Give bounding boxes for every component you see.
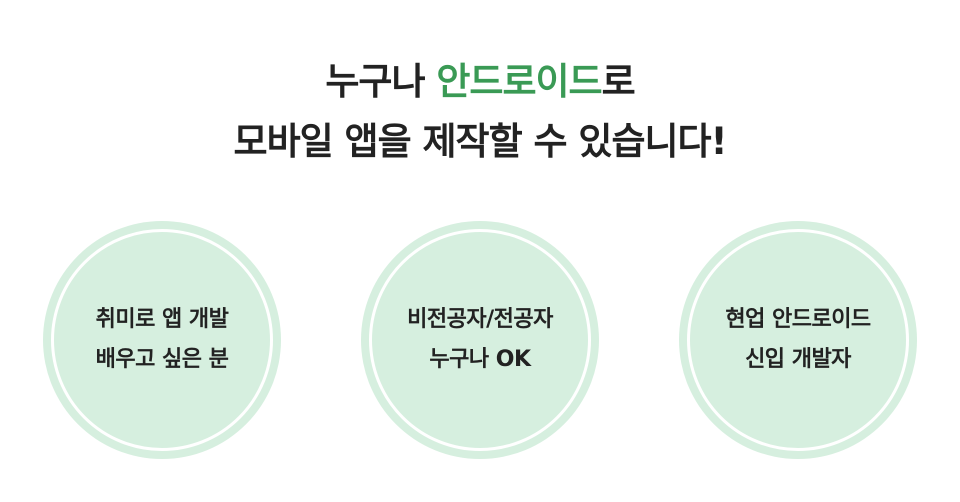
audience-label-line-1: 비전공자/전공자 (407, 307, 553, 332)
headline: 누구나 안드로이드로 모바일 앱을 제작할 수 있습니다! (0, 52, 960, 172)
audience-circle-hobby: 취미로 앱 개발 배우고 싶은 분 (43, 221, 281, 459)
headline-line-2: 모바일 앱을 제작할 수 있습니다! (233, 120, 728, 163)
audience-circle-major: 비전공자/전공자 누구나 OK (361, 221, 599, 459)
headline-accent-android: 안드로이드 (436, 60, 602, 103)
headline-line-1-after: 로 (601, 60, 636, 103)
audience-label: 비전공자/전공자 누구나 OK (361, 221, 599, 459)
circle-ring (687, 229, 909, 451)
audience-label-line-2: 누구나 OK (429, 347, 531, 372)
audience-label: 취미로 앱 개발 배우고 싶은 분 (43, 221, 281, 459)
audience-label-line-1: 현업 안드로이드 (725, 307, 871, 332)
circle-ring (369, 229, 591, 451)
audience-label-line-2: 배우고 싶은 분 (95, 347, 229, 372)
audience-circle-developer: 현업 안드로이드 신입 개발자 (679, 221, 917, 459)
audience-label-line-1: 취미로 앱 개발 (95, 307, 229, 332)
headline-line-1-before: 누구나 (325, 60, 437, 103)
audience-label: 현업 안드로이드 신입 개발자 (679, 221, 917, 459)
headline-line-1: 누구나 안드로이드로 (0, 52, 960, 112)
circle-ring (51, 229, 273, 451)
audience-label-line-2: 신입 개발자 (745, 347, 851, 372)
